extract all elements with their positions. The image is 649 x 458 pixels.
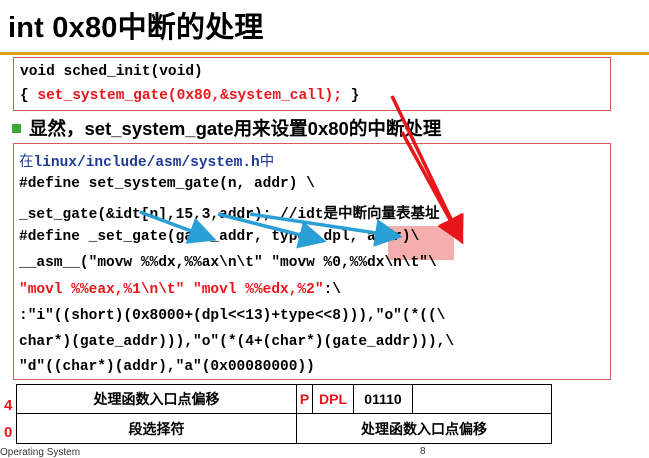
cell-offset-high: 处理函数入口点偏移 [16,384,297,414]
footer-page-number: 8 [420,446,426,457]
bullet-suffix: 的中断处理 [348,118,442,139]
blue-arrow-n [139,210,217,244]
code-line: #define set_system_gate(n, addr) \ [19,176,315,192]
cell-type-bits: 01110 [353,384,413,414]
code-line: :"i"((short)(0x8000+(dpl<<13)+type<<8)))… [19,308,446,324]
code-line: "movl %%eax,%1\n\t" "movl %%edx,%2":\ [19,282,341,298]
bullet-prefix: 显然， [29,118,85,139]
idt-descriptor-table: 处理函数入口点偏移 P DPL 01110 段选择符 处理函数入口点偏移 [16,384,552,444]
code-line: "d"((char*)(addr),"a"(0x00080000)) [19,359,315,375]
set-system-gate-call: set_system_gate(0x80,&system_call); [37,88,342,104]
page-title: int 0x80中断的处理 [8,12,264,44]
red-arrow-hex-to-addr [400,131,464,245]
title-divider [0,52,649,55]
brace-close: } [341,88,360,104]
path-suffix: 中 [259,154,275,170]
brace-open: { [20,88,38,104]
path-name: linux/include/asm/system.h [33,155,260,171]
bullet-hex: 0x80 [307,118,349,139]
code-box-sched-init: void sched_init(void) { set_system_gate(… [13,57,611,111]
cell-reserved [412,384,552,414]
blue-arrow-3 [249,212,403,247]
movl-edx: "movl %%edx,%2" [193,282,324,298]
code-box-system-h [13,143,611,380]
movl-eax: "movl %%eax,%1\n\t" [19,282,185,298]
bullet-func: set_system_gate [84,118,234,139]
code-line-set-gate-call: { set_system_gate(0x80,&system_call); } [20,88,359,104]
cell-p: P [296,384,313,414]
path-line: 在linux/include/asm/system.h中 [19,150,274,171]
bullet-square-icon [12,124,21,133]
code-line: __asm__("movw %%dx,%%ax\n\t" "movw %0,%%… [19,255,437,271]
row-number-4: 4 [4,397,13,414]
cell-selector: 段选择符 [16,413,297,444]
blue-arrow-15 [217,212,327,249]
row-number-0: 0 [4,424,13,441]
cell-offset-low: 处理函数入口点偏移 [296,413,552,444]
path-prefix: 在 [19,154,34,170]
footer-course-name: Operating System [0,447,81,458]
cell-dpl: DPL [312,384,354,414]
bullet-text: 显然，set_system_gate用来设置0x80的中断处理 [29,115,441,141]
code-line: #define _set_gate(gate_addr, type, dpl, … [19,229,420,245]
code-line-sched-init: void sched_init(void) [20,64,203,80]
line-tail: :\ [323,282,341,298]
code-line: char*)(gate_addr))),"o"(*(4+(char*)(gate… [19,334,455,350]
bullet-middle: 用来设置 [233,118,308,139]
